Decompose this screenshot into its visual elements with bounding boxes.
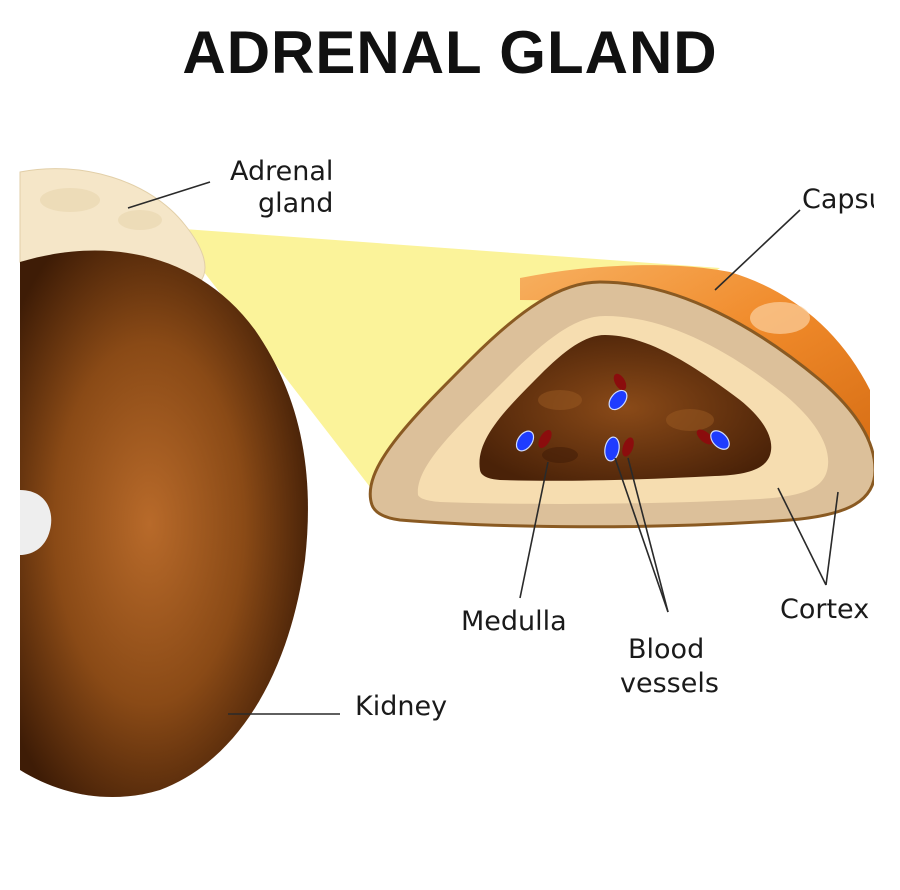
label-adrenal-gland-line1: Adrenal [230, 156, 333, 187]
vessel-artery [538, 429, 552, 449]
adrenal-gland-leader [127, 181, 211, 209]
label-blood-vessels-line1: Blood [628, 634, 704, 665]
label-blood-vessels-line2: vessels [620, 668, 719, 699]
vessel-vein [515, 430, 535, 452]
medulla-leader [519, 461, 549, 599]
vessel-vein [608, 389, 628, 411]
cortex-leader-1 [777, 487, 827, 586]
capsule-leader [714, 209, 801, 291]
blood-vessels-leader-1 [614, 457, 669, 613]
blood-vessels-leader-2 [627, 457, 669, 613]
cortex-leader-2 [825, 491, 839, 586]
vessel-vein [604, 436, 620, 462]
vessel-artery [613, 373, 627, 391]
label-capsule: Capsu [802, 184, 886, 215]
label-adrenal-gland-line2: gland [258, 188, 333, 219]
diagram-title: ADRENAL GLAND [182, 19, 718, 86]
label-medulla: Medulla [461, 606, 567, 637]
vessel-artery [696, 429, 714, 445]
label-kidney: Kidney [355, 691, 447, 722]
vessel-artery [622, 437, 634, 457]
kidney-shape [20, 250, 308, 798]
label-cortex: Cortex [780, 594, 869, 625]
blood-vessels [515, 373, 730, 462]
vessel-vein [710, 430, 730, 450]
medulla-shape [479, 335, 772, 481]
